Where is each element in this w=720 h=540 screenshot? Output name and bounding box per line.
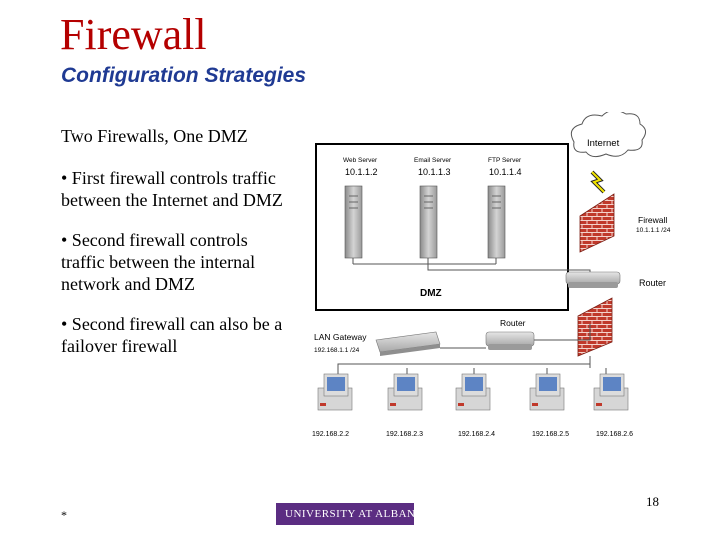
client-ip-3: 192.168.2.4: [458, 431, 495, 438]
email-server-ip: 10.1.1.3: [418, 167, 451, 177]
router-mid-label: Router: [500, 318, 526, 328]
email-server-name: Email Server: [414, 157, 452, 164]
bullet-3: • Second firewall can also be a failover…: [61, 314, 283, 356]
footer-mark: *: [61, 508, 67, 522]
workstation-1-icon: [317, 373, 353, 411]
firewall-label: Firewall: [638, 215, 667, 225]
firewall-ip: 10.1.1.1 /24: [636, 227, 671, 234]
workstation-4-icon: [529, 373, 565, 411]
router-mid-icon: [485, 331, 535, 350]
web-server-ip: 10.1.1.2: [345, 167, 378, 177]
internet-link-icon: [590, 170, 606, 194]
router-top-label: Router: [639, 278, 666, 288]
lan-gateway-icon: [375, 331, 441, 356]
client-ip-4: 192.168.2.5: [532, 431, 569, 438]
internal-links: [440, 324, 591, 364]
router-top-icon: [565, 271, 621, 288]
client-ip-5: 192.168.2.6: [596, 431, 633, 438]
workstation-5-icon: [593, 373, 629, 411]
network-diagram: DMZ Internet Firewall 10.1.1.1 /24 Web S…: [312, 112, 671, 438]
dmz-wiring: [352, 258, 591, 272]
slide-subtitle: Configuration Strategies: [61, 64, 307, 87]
ftp-server-icon: [487, 185, 506, 259]
bullet-2: • Second firewall controls traffic betwe…: [61, 230, 256, 294]
client-ip-2: 192.168.2.3: [386, 431, 423, 438]
firewall-lower-icon: [577, 297, 613, 357]
internet-label: Internet: [587, 138, 620, 149]
client-ip-1: 192.168.2.2: [312, 431, 349, 438]
workstation-2-icon: [387, 373, 423, 411]
ftp-server-name: FTP Server: [488, 157, 522, 164]
page-number: 18: [646, 494, 659, 509]
email-server-icon: [419, 185, 438, 259]
bullet-1: • First firewall controls traffic betwee…: [61, 168, 283, 210]
internet-cloud-icon: [570, 112, 646, 158]
firewall-upper-icon: [579, 193, 615, 253]
dmz-label: DMZ: [420, 288, 442, 299]
bullet-text-column: Two Firewalls, One DMZ • First firewall …: [61, 125, 291, 375]
section-heading: Two Firewalls, One DMZ: [61, 126, 248, 146]
lan-gateway-label: LAN Gateway: [314, 332, 367, 342]
university-logo: UNIVERSITY AT ALBANY: [276, 503, 423, 525]
web-server-icon: [344, 185, 363, 259]
web-server-name: Web Server: [343, 157, 378, 164]
slide-title: Firewall: [60, 10, 207, 59]
ftp-server-ip: 10.1.1.4: [489, 167, 522, 177]
logo-text: UNIVERSITY AT ALBANY: [285, 508, 424, 520]
lan-gateway-ip: 192.168.1.1 /24: [314, 347, 360, 354]
lan-bus: [337, 363, 607, 374]
workstation-3-icon: [455, 373, 491, 411]
